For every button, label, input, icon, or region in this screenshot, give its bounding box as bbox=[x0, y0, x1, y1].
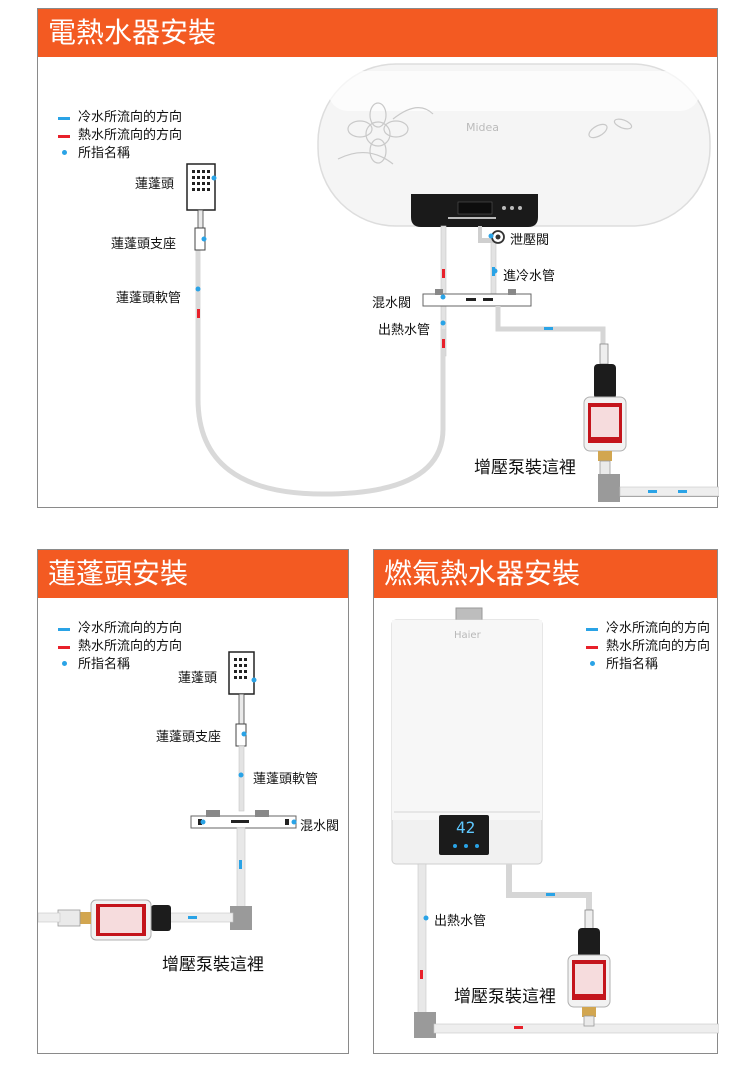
shower-diagram bbox=[38, 651, 297, 941]
electric-legend: 冷水所流向的方向 熱水所流向的方向 所指名稱 bbox=[58, 109, 182, 163]
legend-name: 所指名稱 bbox=[78, 146, 131, 161]
cold-flow-markers bbox=[195, 175, 687, 493]
legend-cold: 冷水所流向的方向 bbox=[606, 621, 711, 636]
label-shower-head: 蓮蓬頭 bbox=[135, 177, 175, 192]
label-mixing-valve: 混水閥 bbox=[372, 296, 412, 311]
legend-hot: 熱水所流向的方向 bbox=[78, 639, 183, 654]
booster-pump-icon bbox=[57, 899, 171, 941]
shower-legend: 冷水所流向的方向 熱水所流向的方向 所指名稱 bbox=[58, 620, 182, 674]
gas-heater-diagram bbox=[391, 607, 719, 1038]
legend-cold: 冷水所流向的方向 bbox=[78, 621, 183, 636]
shower-head-icon bbox=[186, 163, 216, 251]
label-hot-outlet: 出熱水管 bbox=[378, 323, 431, 338]
electric-heater-title: 電熱水器安裝 bbox=[38, 9, 717, 57]
hot-flow-markers bbox=[420, 970, 523, 1029]
label-hose: 蓮蓬頭軟管 bbox=[253, 772, 319, 787]
label-relief-valve: 泄壓閥 bbox=[510, 233, 550, 248]
label-mixing-valve: 混水閥 bbox=[300, 819, 340, 834]
label-shower-head: 蓮蓬頭 bbox=[178, 671, 218, 686]
legend-hot: 熱水所流向的方向 bbox=[78, 128, 183, 143]
electric-heater-panel: 電熱水器安裝 bbox=[37, 8, 719, 508]
label-pump-here: 增壓泵裝這裡 bbox=[162, 955, 264, 975]
cold-flow-markers bbox=[423, 893, 555, 921]
booster-pump-icon bbox=[583, 343, 627, 480]
brand-logo: Midea bbox=[466, 121, 500, 134]
legend-name: 所指名稱 bbox=[78, 657, 131, 672]
legend-name: 所指名稱 bbox=[606, 657, 659, 672]
label-holder: 蓮蓬頭支座 bbox=[156, 730, 222, 745]
shower-head-icon bbox=[228, 651, 255, 747]
cold-flow-markers bbox=[188, 677, 297, 919]
label-pump-here: 增壓泵裝這裡 bbox=[474, 458, 576, 478]
legend-cold: 冷水所流向的方向 bbox=[78, 110, 183, 125]
hot-flow-markers bbox=[197, 269, 445, 348]
mixing-valve-shape bbox=[422, 293, 532, 307]
label-holder: 蓮蓬頭支座 bbox=[111, 237, 177, 252]
gas-legend: 冷水所流向的方向 熱水所流向的方向 所指名稱 bbox=[586, 620, 710, 674]
heater-display bbox=[457, 201, 493, 215]
electric-heater-diagram bbox=[186, 63, 719, 502]
label-pump-here: 增壓泵裝這裡 bbox=[454, 987, 556, 1007]
label-cold-inlet: 進冷水管 bbox=[503, 269, 556, 284]
shower-panel: 蓮蓬頭安裝 bbox=[37, 549, 349, 1054]
label-hot-outlet: 出熱水管 bbox=[434, 914, 487, 929]
brand-logo: Haier bbox=[454, 630, 481, 641]
gas-heater-title: 燃氣熱水器安裝 bbox=[374, 550, 717, 598]
flower-icon bbox=[337, 102, 633, 165]
display-readout: 42 bbox=[456, 818, 476, 837]
booster-pump-icon bbox=[567, 909, 611, 1027]
gas-heater-panel: 燃氣熱水器安裝 bbox=[373, 549, 719, 1054]
legend-hot: 熱水所流向的方向 bbox=[606, 639, 711, 654]
label-hose: 蓮蓬頭軟管 bbox=[116, 291, 182, 306]
shower-title: 蓮蓬頭安裝 bbox=[38, 550, 348, 598]
